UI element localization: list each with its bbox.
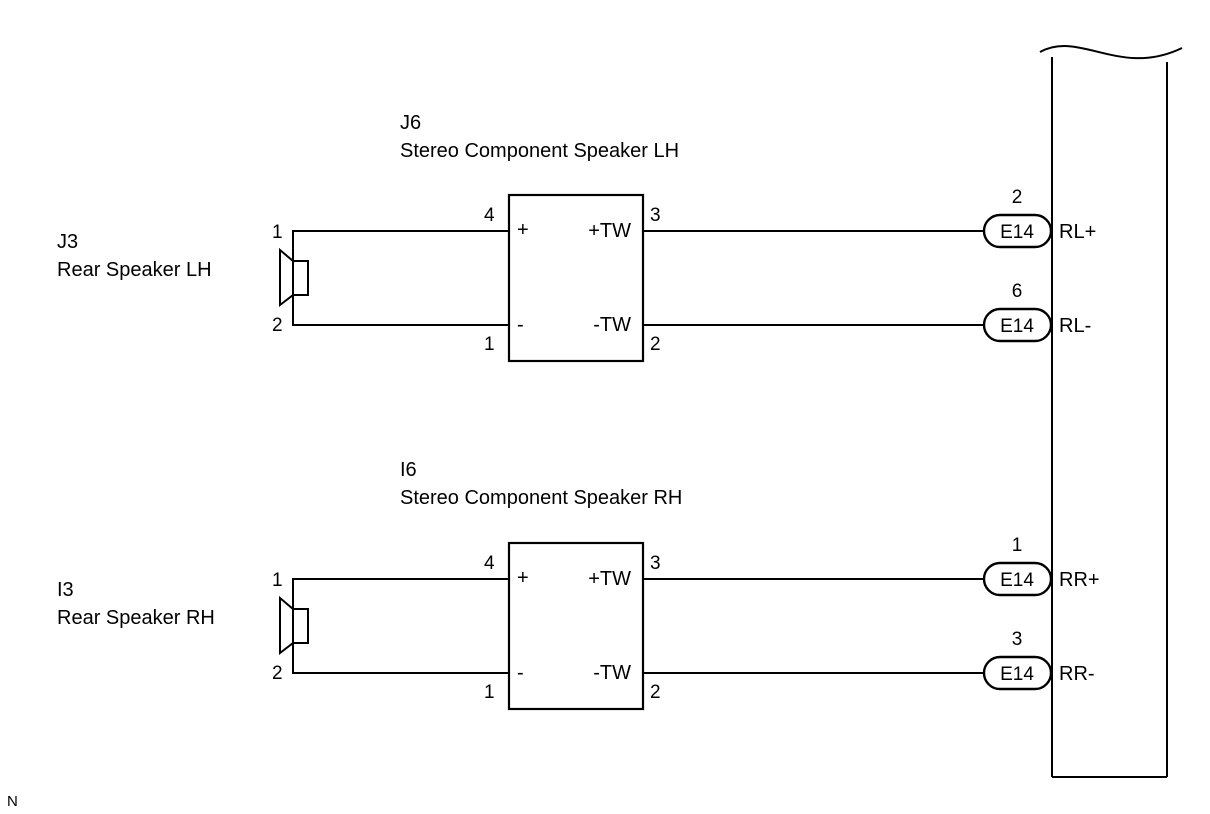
speaker-name-lh: Rear Speaker LH [57, 259, 212, 281]
in-minus-label: - [517, 314, 524, 336]
in-minus-pin: 1 [484, 682, 495, 703]
out-minus-label: -TW [593, 314, 631, 336]
out-minus-pin: 2 [650, 682, 661, 703]
connector-rr-plus: 1 E14 RR+ [982, 535, 1100, 597]
in-plus-pin: 4 [484, 205, 495, 226]
connector-pin: 3 [1012, 629, 1023, 650]
connector-rl-minus: 6 E14 RL- [982, 281, 1091, 343]
lh-speaker-group: J6 Stereo Component Speaker LH J3 Rear S… [57, 112, 1096, 363]
in-plus-pin: 4 [484, 553, 495, 574]
connector-code: E14 [1000, 570, 1034, 591]
in-minus-pin: 1 [484, 334, 495, 355]
signal-label: RR+ [1059, 569, 1100, 591]
signal-label: RL+ [1059, 221, 1096, 243]
connector-pin: 6 [1012, 281, 1023, 302]
head-unit-outline [1039, 45, 1183, 778]
connector-code: E14 [1000, 664, 1034, 685]
in-plus-label: + [517, 567, 529, 589]
break-mark [1039, 45, 1183, 60]
connector-rl-plus: 2 E14 RL+ [982, 187, 1096, 249]
speaker-code-rh: I3 [57, 579, 74, 601]
out-minus-pin: 2 [650, 334, 661, 355]
connector-code: E14 [1000, 222, 1034, 243]
speaker-code-lh: J3 [57, 231, 78, 253]
connector-pin: 2 [1012, 187, 1023, 208]
speaker-name-rh: Rear Speaker RH [57, 607, 215, 629]
speaker-pin-top: 1 [272, 570, 283, 591]
out-minus-label: -TW [593, 662, 631, 684]
out-plus-pin: 3 [650, 205, 661, 226]
footer-mark: N [7, 793, 18, 810]
component-box [507, 193, 645, 363]
out-plus-label: +TW [588, 220, 631, 242]
out-plus-pin: 3 [650, 553, 661, 574]
speaker-icon [279, 595, 309, 656]
signal-label: RL- [1059, 315, 1091, 337]
component-box [507, 541, 645, 711]
component-code-lh: J6 [400, 112, 421, 134]
out-plus-label: +TW [588, 568, 631, 590]
connector-code: E14 [1000, 316, 1034, 337]
speaker-pin-bottom: 2 [272, 315, 283, 336]
signal-label: RR- [1059, 663, 1095, 685]
component-name-rh: Stereo Component Speaker RH [400, 487, 682, 509]
connector-rr-minus: 3 E14 RR- [982, 629, 1095, 691]
component-name-lh: Stereo Component Speaker LH [400, 140, 679, 162]
speaker-icon [279, 247, 309, 308]
in-minus-label: - [517, 662, 524, 684]
component-code-rh: I6 [400, 459, 417, 481]
in-plus-label: + [517, 219, 529, 241]
rh-speaker-group: I6 Stereo Component Speaker RH I3 Rear S… [57, 459, 1100, 711]
speaker-pin-top: 1 [272, 222, 283, 243]
speaker-pin-bottom: 2 [272, 663, 283, 684]
connector-pin: 1 [1012, 535, 1023, 556]
